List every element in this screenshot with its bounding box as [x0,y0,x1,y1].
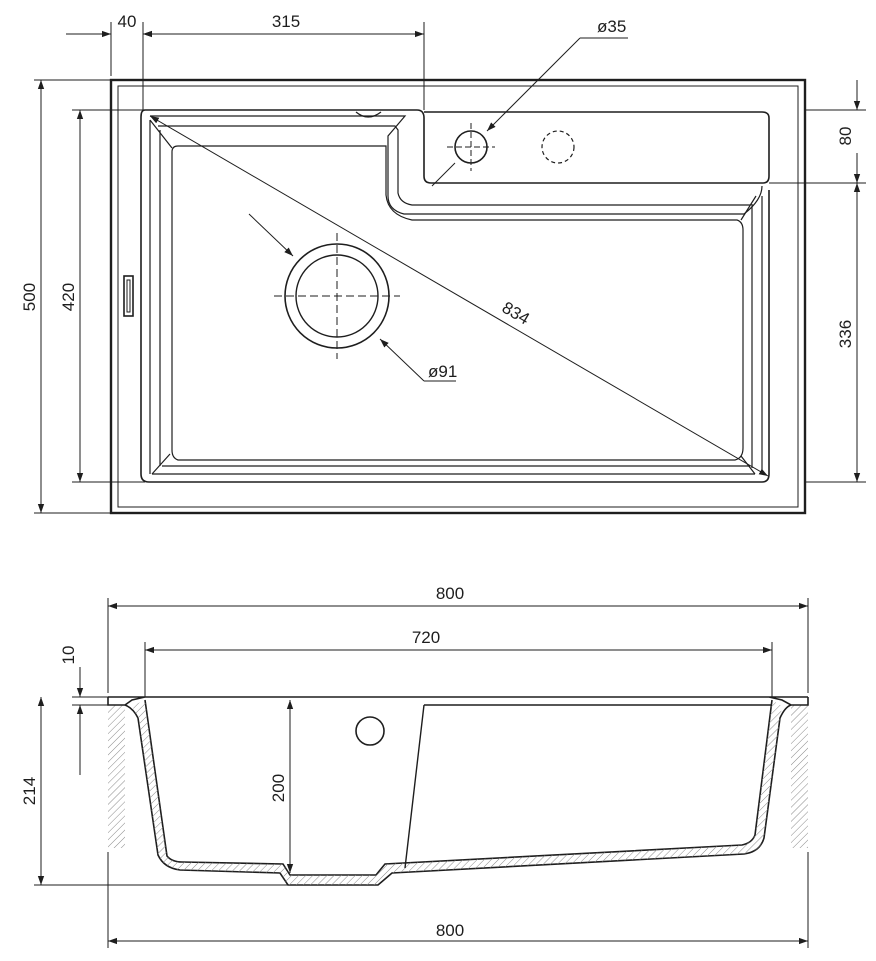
overflow-slot [123,275,134,317]
dim-214-label: 214 [20,777,39,805]
bowl-step-line [404,704,772,869]
bowl-side-right [751,196,763,474]
bowl-slope-inner [149,119,757,475]
dim-200-label: 200 [269,774,288,802]
bowl-side-bottom [152,465,755,475]
tap-leader-line [486,37,581,132]
dim-315-label: 315 [272,12,300,31]
rim-inner-outline [117,85,799,508]
dim-500-label: 500 [20,283,39,311]
shell-hatch-left [132,700,782,885]
bowl-slope-mid [158,125,750,206]
tap-hole-side [355,716,385,746]
diagonal-label: 834 [499,298,533,329]
dim-800-bottom-label: 800 [436,921,464,940]
bowl-side-left [149,120,161,474]
drain-diameter-label: ø91 [428,362,457,381]
bowl-shell-outer [124,704,792,886]
dim-420-label: 420 [59,283,78,311]
main-bowl-outline [140,109,770,483]
drain-leader-lower [379,338,425,382]
rim-profile [107,696,809,706]
tap-hole-diameter-label: ø35 [597,17,626,36]
dim-40-label: 40 [118,12,137,31]
bowl-floor-outline [171,145,744,461]
tap-leader-tail [431,162,456,187]
bowl-slope-outer [150,115,763,215]
top-view: 834 ø91 ø35 40 315 500 420 [20,12,866,515]
drain-leader-upper [248,213,294,257]
dim-10-label: 10 [59,646,78,665]
diagonal-dimension-line [149,115,769,477]
dim-720-label: 720 [412,628,440,647]
dim-336-label: 336 [836,320,855,348]
side-view: 800 720 10 214 200 800 [20,584,809,948]
optional-tap-hole [541,130,575,164]
sink-outline [109,78,807,515]
overflow-slot-inner [126,279,131,313]
dim-80-label: 80 [836,127,855,146]
countertop-right-hatch [791,705,808,848]
countertop-left-hatch [108,705,125,848]
dim-800-top-label: 800 [436,584,464,603]
